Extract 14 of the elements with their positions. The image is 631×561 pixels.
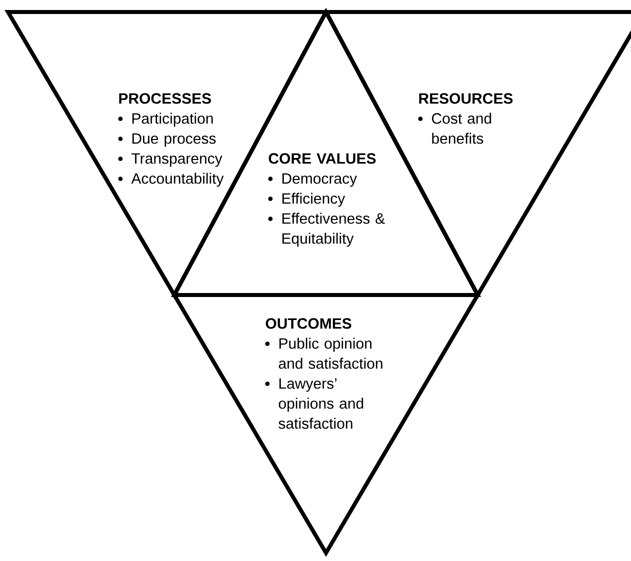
bullet-item: Accountability bbox=[131, 172, 224, 187]
heading: CORE VALUES bbox=[268, 153, 376, 164]
bullet-item: Effectiveness & Equitability bbox=[282, 212, 385, 247]
bullet-item: Democracy bbox=[282, 173, 357, 187]
bullet-item: Efficiency bbox=[282, 192, 346, 207]
heading: PROCESSES bbox=[119, 93, 211, 104]
heading: OUTCOMES bbox=[266, 318, 352, 329]
bullet-item: Transparency bbox=[132, 153, 222, 167]
bullet-item: Cost and benefits bbox=[432, 112, 492, 144]
bullet-item: Participation bbox=[132, 112, 213, 127]
bullet-item: Due process bbox=[132, 133, 216, 147]
heading: RESOURCES bbox=[419, 93, 513, 104]
bullet-item: Lawyers’ opinions and satisfaction bbox=[278, 378, 364, 429]
bullet-item: Public opinion and satisfaction bbox=[278, 338, 382, 369]
